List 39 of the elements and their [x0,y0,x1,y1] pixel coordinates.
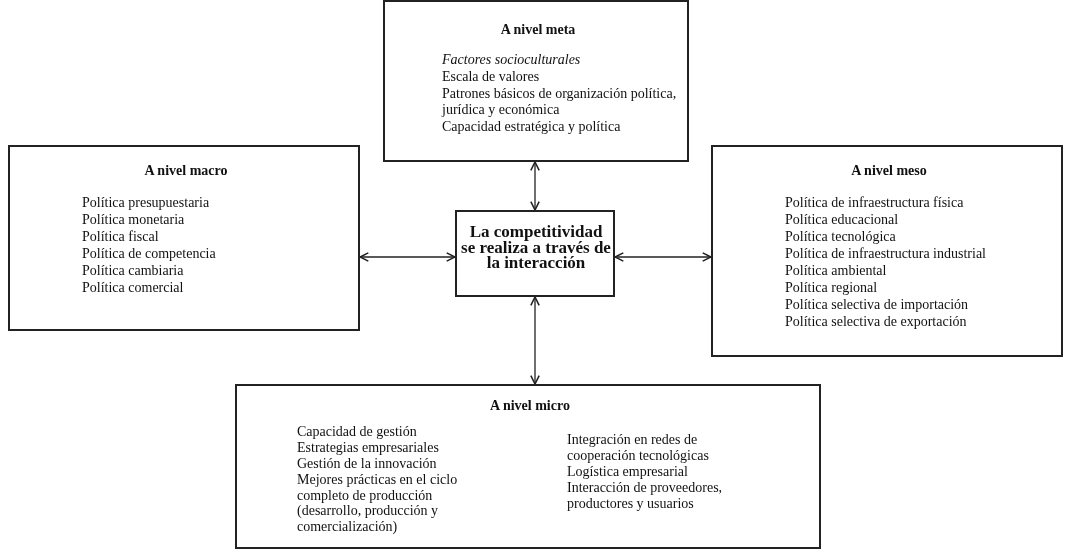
list-item: Política ambiental [785,263,887,279]
text-box [455,210,615,297]
list-item: Escala de valores [442,69,540,85]
list-item: Estrategias empresariales [297,440,440,456]
central-statement: La competitividad se realiza a través de la interacción [461,224,611,271]
list-item: Política educacional [785,212,899,228]
list-item: Capacidad de gestión [297,424,418,440]
list-item: Política presupuestaria [82,195,210,211]
list-item: Política cambiaria [82,263,184,279]
list-item: Capacidad estratégica y política [442,119,621,135]
box-heading: A nivel micro [489,398,571,414]
list-item: Política de infraestructura física [785,195,964,211]
list-item: Patrones básicos de organización política, jurídica y económica [442,86,678,117]
list-item: Política de competencia [82,246,216,262]
list-item: Política selectiva de importación [785,297,969,313]
list-item: Política de infraestructura industrial [785,246,986,262]
text-box [235,384,821,549]
text-box [8,145,360,331]
list-item: Mejores prácticas en el ciclo completo de producción (desarrollo, producción y comercialización) [297,472,459,534]
list-item: Política tecnológica [785,229,896,245]
text-box [711,145,1063,357]
double-arrow [614,252,712,262]
list-item: Integración en redes de cooperación tecnológicas [567,432,710,463]
list-item: Política fiscal [82,229,159,245]
box-heading: A nivel macro [143,163,229,179]
list-item: Política monetaria [82,212,185,228]
list-item: Interacción de proveedores, productores y usuarios [567,480,724,511]
list-item: Factores socioculturales [442,52,581,68]
double-arrow [359,252,456,262]
text-box [383,0,689,162]
list-item: Gestión de la innovación [297,456,438,472]
list-item: Política regional [785,280,878,296]
box-heading: A nivel meso [850,163,928,179]
box-heading: A nivel meta [499,22,577,38]
list-item: Política comercial [82,280,184,296]
double-arrow [530,161,540,211]
double-arrow [530,296,540,385]
list-item: Política selectiva de exportación [785,314,967,330]
list-item: Logística empresarial [567,464,688,480]
